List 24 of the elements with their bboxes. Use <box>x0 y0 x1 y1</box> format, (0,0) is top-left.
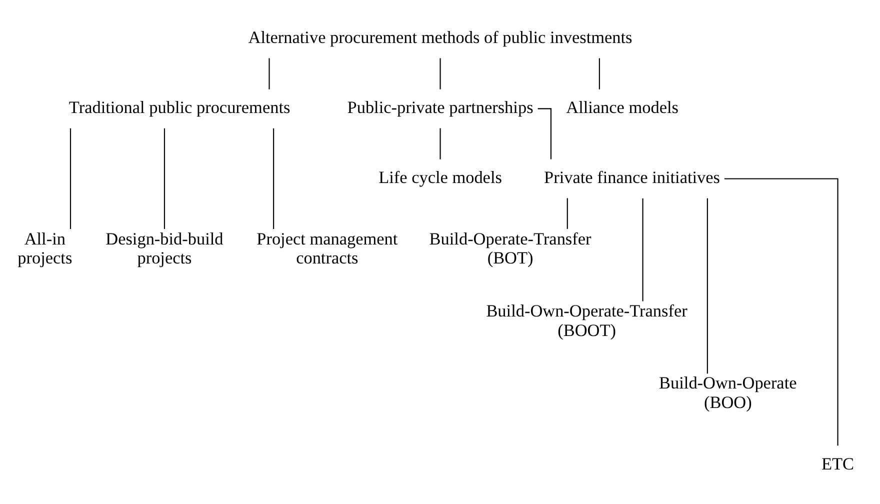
connector <box>440 58 441 90</box>
connector <box>70 128 72 229</box>
connector <box>273 128 274 229</box>
connector <box>566 198 568 229</box>
node-text: Private finance initiatives <box>544 168 720 187</box>
connector <box>706 198 708 374</box>
node-text: Public-private partnerships <box>347 98 534 117</box>
node-text: Alternative procurement methods of public investments <box>248 28 632 47</box>
node-text: ETC <box>822 454 854 474</box>
connector <box>642 198 644 302</box>
connector <box>724 178 838 446</box>
connector <box>440 128 441 160</box>
connector <box>164 128 166 229</box>
node-text: All-in projects <box>18 229 72 268</box>
node-text: Project management contracts <box>256 229 398 268</box>
node-text: Design-bid-build projects <box>106 229 224 268</box>
node-text: Build-Own-Operate (BOO) <box>659 374 797 412</box>
connector <box>598 58 600 90</box>
node-text: Traditional public procurements <box>68 98 290 117</box>
node-text: Alliance models <box>566 98 679 117</box>
connector <box>268 58 270 90</box>
node-text: Life cycle models <box>378 168 502 187</box>
node-text: Build-Own-Operate-Transfer (BOOT) <box>486 301 688 340</box>
node-text: Build-Operate-Transfer (BOT) <box>429 229 592 268</box>
